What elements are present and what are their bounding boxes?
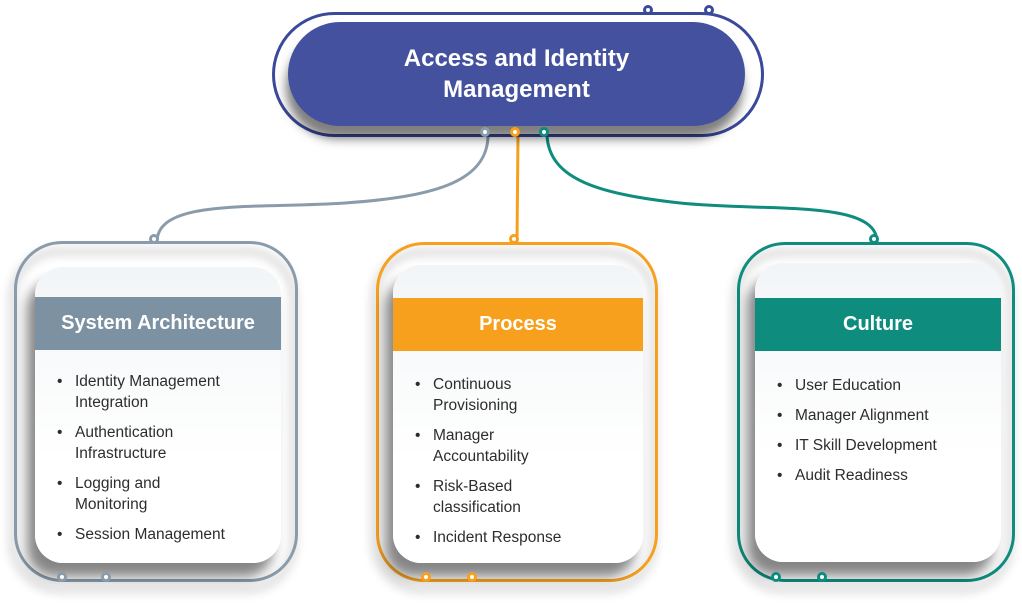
- list-item: • Authentication Infrastructure: [35, 422, 277, 464]
- list-item-text: Identity Management Integration: [75, 373, 220, 411]
- list-item: • Risk-Based classification: [393, 476, 639, 518]
- list-item: • Manager Alignment: [755, 405, 997, 426]
- list-item: • Audit Readiness: [755, 465, 997, 486]
- list-item: • Identity Management Integration: [35, 371, 277, 413]
- node-culture-top: [868, 233, 879, 244]
- node-root-bottom-slate: [479, 126, 490, 137]
- node-culture-bottom-2: [816, 571, 827, 582]
- header-process-label: Process: [479, 313, 557, 335]
- root-title: Access and Identity Management: [403, 45, 630, 103]
- bullet-icon: •: [415, 376, 421, 393]
- list-item: • Session Management: [35, 524, 277, 545]
- card-culture: Culture • User Education • Manager Align…: [755, 263, 1001, 562]
- node-culture-bottom-1: [770, 571, 781, 582]
- header-system-architecture-label: System Architecture: [61, 312, 255, 334]
- list-item: • Manager Accountability: [393, 425, 639, 467]
- bullet-icon: •: [777, 377, 783, 394]
- list-item-text: Authentication Infrastructure: [75, 424, 174, 462]
- bullet-icon: •: [777, 407, 783, 424]
- node-root-bottom-teal: [538, 126, 549, 137]
- list-item-text: Session Management: [75, 526, 225, 543]
- list-item: • User Education: [755, 375, 997, 396]
- list-item-text: Audit Readiness: [795, 467, 908, 484]
- header-culture: Culture: [755, 298, 1001, 351]
- list-item-text: User Education: [795, 377, 901, 394]
- list-item: • Continuous Provisioning: [393, 374, 639, 416]
- list-item: • Incident Response: [393, 527, 639, 548]
- connector-culture-line: [545, 133, 879, 244]
- list-item: • Logging and Monitoring: [35, 473, 277, 515]
- node-system-architecture-bottom-2: [100, 571, 111, 582]
- bullet-icon: •: [415, 427, 421, 444]
- list-item-text: Continuous Provisioning: [433, 376, 518, 414]
- list-item-text: Logging and Monitoring: [75, 475, 161, 513]
- header-culture-label: Culture: [843, 313, 913, 335]
- node-process-top: [508, 233, 519, 244]
- list-process: • Continuous Provisioning • Manager Acco…: [393, 374, 639, 557]
- connector-system-architecture-line: [155, 133, 490, 244]
- bullet-icon: •: [57, 475, 63, 492]
- bullet-icon: •: [415, 478, 421, 495]
- bullet-icon: •: [57, 373, 63, 390]
- bullet-icon: •: [57, 526, 63, 543]
- list-item-text: Manager Accountability: [433, 427, 529, 465]
- frame-culture: [737, 242, 1015, 582]
- node-process-bottom-1: [420, 571, 431, 582]
- list-culture: • User Education • Manager Alignment • I…: [755, 375, 997, 495]
- card-system-architecture: System Architecture • Identity Managemen…: [35, 267, 281, 563]
- bullet-icon: •: [415, 529, 421, 546]
- list-item-text: IT Skill Development: [795, 437, 937, 454]
- list-item-text: Incident Response: [433, 529, 562, 546]
- node-process-bottom-2: [466, 571, 477, 582]
- bullet-icon: •: [777, 467, 783, 484]
- card-process: Process • Continuous Provisioning • Mana…: [393, 265, 643, 563]
- root-node: Access and Identity Management: [288, 22, 745, 126]
- list-item-text: Risk-Based classification: [433, 478, 521, 516]
- node-root-bottom-orange: [509, 126, 520, 137]
- frame-process: [376, 242, 658, 582]
- node-root-top-left: [642, 4, 653, 15]
- bullet-icon: •: [777, 437, 783, 454]
- header-process: Process: [393, 298, 643, 351]
- header-system-architecture: System Architecture: [35, 297, 281, 350]
- connector-process-line: [515, 133, 520, 244]
- node-system-architecture-bottom-1: [56, 571, 67, 582]
- node-system-architecture-top: [148, 233, 159, 244]
- list-item: • IT Skill Development: [755, 435, 997, 456]
- node-root-top-right: [703, 4, 714, 15]
- bullet-icon: •: [57, 424, 63, 441]
- list-system-architecture: • Identity Management Integration • Auth…: [35, 371, 277, 554]
- list-item-text: Manager Alignment: [795, 407, 929, 424]
